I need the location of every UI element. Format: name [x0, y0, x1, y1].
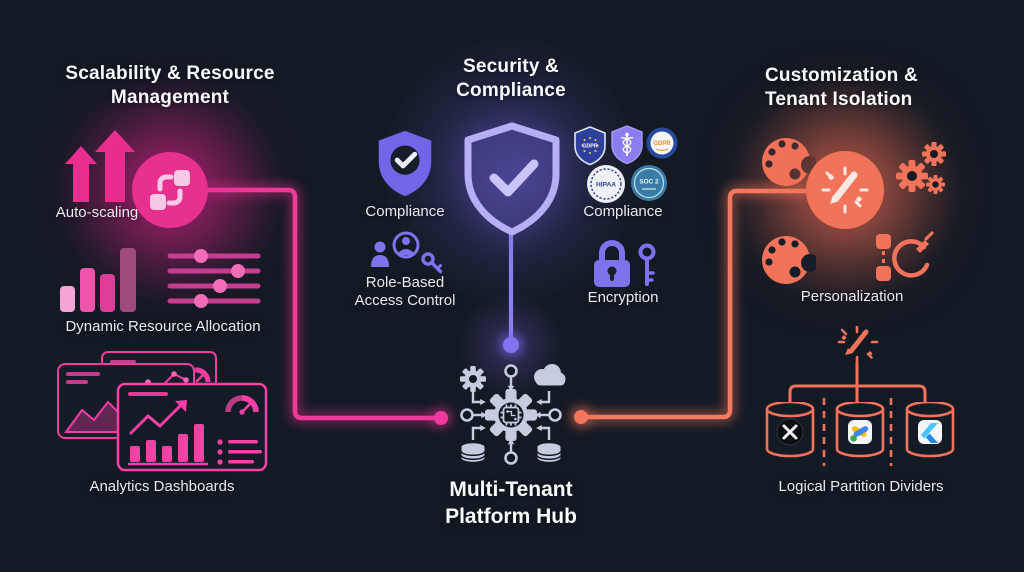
auto-scaling-circle: [132, 152, 208, 228]
compliance-badges: GDPR GDPR HIPAA SOC 2: [574, 125, 678, 203]
sync-swap-icon: [150, 170, 190, 210]
palette-icon: [762, 138, 816, 186]
gdpr-circle-badge: GDPR: [646, 127, 678, 159]
soc2-text: SOC 2: [639, 179, 659, 186]
gdpr-shield-badge: GDPR: [574, 126, 606, 166]
palette-icon-2: [762, 236, 816, 284]
rbac-users-key-icon: [371, 231, 443, 274]
partition-wand-icon: [837, 326, 879, 364]
compliance-right-label: Compliance: [583, 203, 663, 220]
auto-scaling-label: Auto-scaling: [55, 204, 139, 221]
hipaa-badge: HIPAA: [587, 165, 625, 203]
personalization-label: Personalization: [800, 288, 904, 305]
pink-connector: [205, 187, 439, 421]
gdpr-circle-text: GDPR: [653, 141, 671, 147]
coral-connector: [583, 188, 811, 420]
partition-cylinders: [765, 402, 955, 458]
purple-endpoint-dot: [503, 337, 519, 353]
rbac-label: Role-Based Access Control: [354, 274, 456, 309]
google-ads-logo: [848, 420, 872, 444]
gdpr-shield-text: GDPR: [582, 144, 598, 150]
pink-endpoint-dot: [434, 411, 448, 425]
compliance-left-label: Compliance: [365, 203, 445, 220]
encryption-label: Encryption: [587, 289, 659, 306]
analytics-label: Analytics Dashboards: [89, 478, 235, 495]
resource-sliders-icon: [167, 249, 261, 308]
soc2-badge: SOC 2: [631, 165, 667, 201]
partition-tree-lines: [788, 362, 927, 466]
center-section-title: Security & Compliance: [456, 56, 566, 101]
analytics-dashboards-icon: [57, 351, 268, 472]
caduceus-shield-badge: [611, 125, 643, 165]
hub-title: Multi-Tenant Platform Hub: [445, 478, 577, 528]
coral-endpoint-dot: [574, 410, 588, 424]
right-section-title: Customization & Tenant Isolation: [765, 65, 918, 110]
left-section-title: Scalability & Resource Management: [65, 63, 275, 108]
hub-network-icon: [460, 364, 566, 465]
cloud-icon: [534, 364, 566, 386]
gears-icon: [896, 142, 946, 194]
partition-label: Logical Partition Dividers: [778, 478, 944, 495]
hipaa-text: HIPAA: [596, 182, 616, 189]
encryption-lock-key-icon: [594, 240, 656, 287]
main-shield-check-icon: [464, 122, 560, 236]
customization-circle: [806, 151, 884, 229]
theme-brush-icon: [876, 231, 934, 281]
auto-scaling-arrows-icon: [65, 130, 135, 202]
x-logo: [776, 418, 804, 446]
magic-wand-icon: [821, 166, 869, 214]
dynamic-resource-label: Dynamic Resource Allocation: [65, 318, 261, 335]
resource-bars-icon: [60, 248, 136, 312]
compliance-shield-icon: [378, 130, 432, 197]
flutter-logo: [918, 420, 942, 444]
